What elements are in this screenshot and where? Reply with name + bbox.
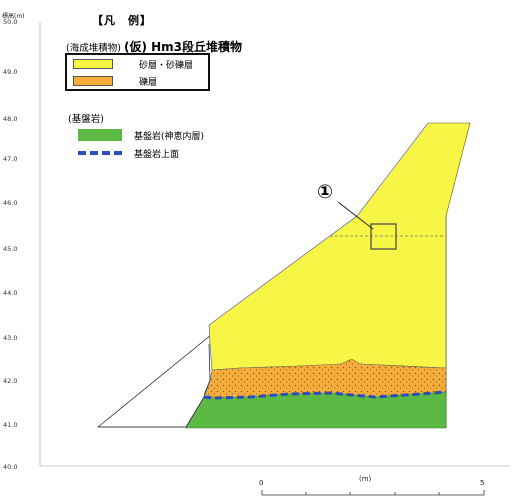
- y-tick-label: 44.0: [3, 289, 18, 297]
- legend-gravel-label: 礫層: [139, 77, 158, 88]
- y-tick-label: 45.0: [3, 245, 18, 253]
- y-tick-label: 42.0: [3, 377, 18, 385]
- marine-group-heading: (海成堆積物) (仮) Hm3段丘堆積物: [66, 38, 242, 55]
- marine-legend-box: 砂層・砂礫層 礫層: [65, 53, 210, 91]
- legend-sand-label: 砂層・砂礫層: [139, 60, 194, 71]
- sand-layer: [208, 122, 471, 371]
- bedrock-surface-line: [203, 390, 447, 400]
- scale-unit-label: (m): [359, 475, 372, 483]
- legend-bedrock-label: 基盤岩(神恵内層): [134, 131, 205, 142]
- scale-bar: [261, 490, 485, 496]
- scale-start-label: 0: [259, 479, 264, 487]
- legend-title: 【凡 例】: [92, 14, 152, 27]
- legend-item-gravel: 礫層: [73, 75, 158, 88]
- legend-item-bedrock-surface: 基盤岩上面: [78, 147, 180, 160]
- y-tick-label: 40.0: [3, 463, 18, 471]
- scale-end-label: 5: [480, 479, 485, 487]
- annotation-leader: [337, 201, 374, 230]
- y-axis: [39, 22, 510, 467]
- y-tick-label: 50.0: [3, 18, 18, 26]
- y-axis-title: 標高(m): [2, 13, 25, 20]
- bedrock-swatch: [78, 129, 122, 141]
- bedrock-group-label: (基盤岩): [68, 114, 104, 125]
- bedrock-surface-swatch: [78, 151, 122, 155]
- lower-left-outline: [98, 343, 211, 428]
- legend-bedrock-surface-label: 基盤岩上面: [134, 149, 180, 160]
- y-tick-label: 47.0: [3, 155, 18, 163]
- annotation-box: [370, 223, 397, 250]
- y-tick-label: 48.0: [3, 115, 18, 123]
- bedrock-layer: [185, 391, 447, 429]
- marine-group-label: (海成堆積物): [66, 43, 121, 54]
- y-tick-label: 43.0: [3, 334, 18, 342]
- y-tick-label: 49.0: [3, 68, 18, 76]
- marine-unit-name: (仮) Hm3段丘堆積物: [123, 40, 242, 54]
- sand-swatch: [73, 59, 113, 69]
- legend-item-bedrock: 基盤岩(神恵内層): [78, 129, 205, 142]
- y-tick-label: 46.0: [3, 199, 18, 207]
- y-tick-label: 41.0: [3, 421, 18, 429]
- annotation-label: ①: [317, 181, 334, 203]
- gravel-swatch: [73, 76, 113, 86]
- legend-item-sand: 砂層・砂礫層: [73, 58, 194, 71]
